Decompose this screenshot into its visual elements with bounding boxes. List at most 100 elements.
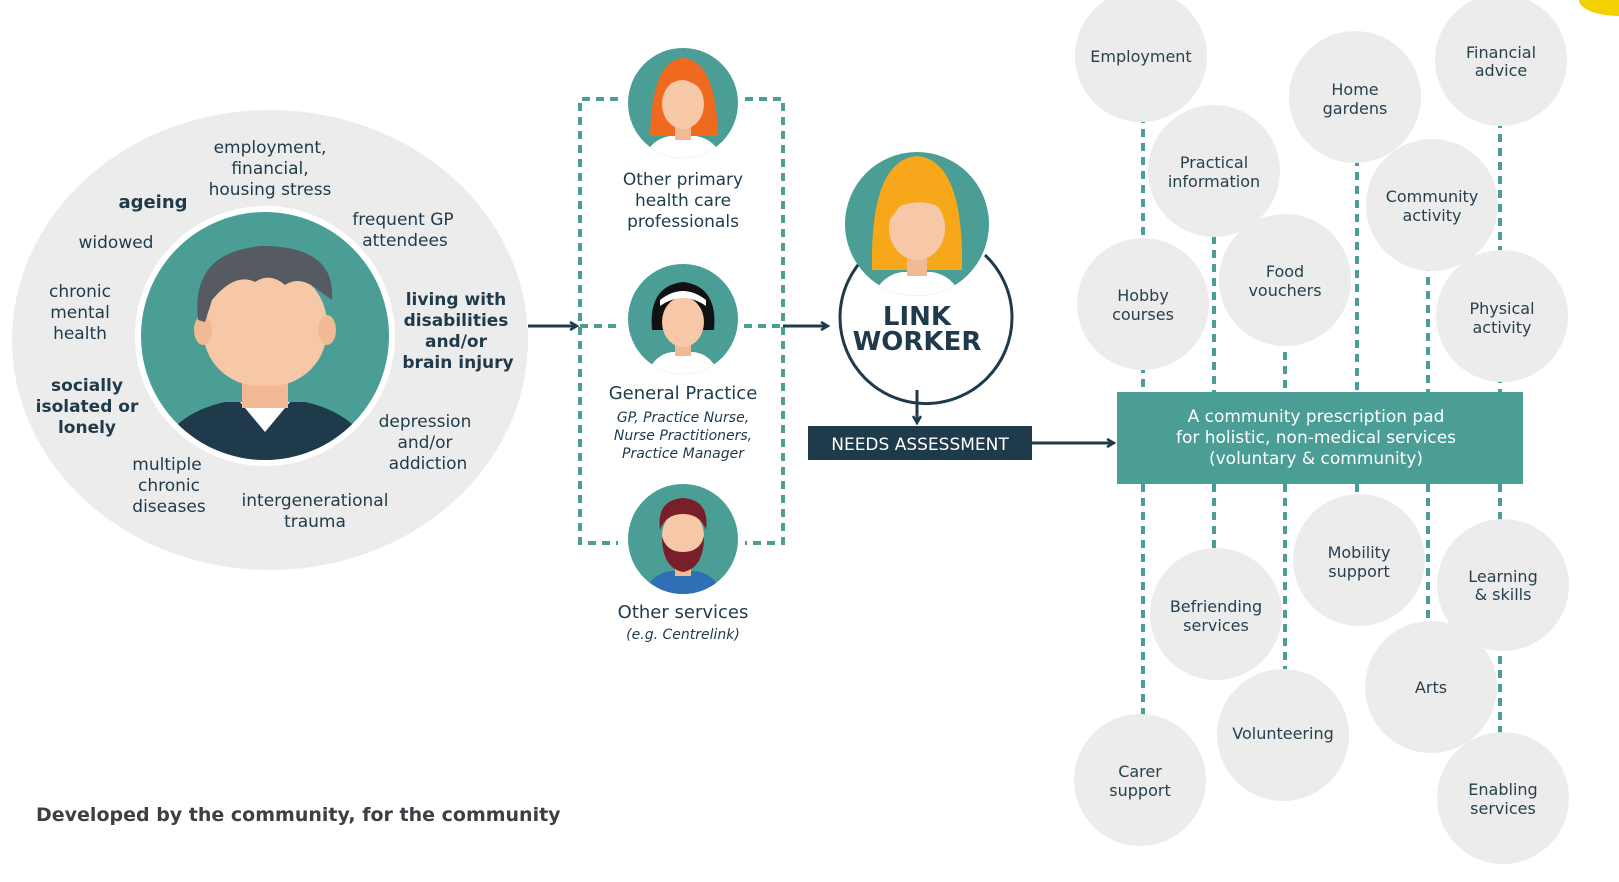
service-label-hobby-courses: Hobby	[1117, 286, 1169, 305]
service-label-food-vouchers: Food	[1266, 262, 1304, 281]
svg-text:trauma: trauma	[284, 512, 346, 532]
service-bubble-befriending-services	[1150, 548, 1282, 680]
prescription-pad-label: A community prescription pad for holisti…	[1176, 407, 1456, 469]
svg-text:employment,: employment,	[214, 138, 327, 158]
service-label-home-gardens-2: gardens	[1323, 99, 1388, 118]
risk-factor-chronic-mental-health: chronic mental health	[49, 282, 111, 344]
service-label-volunteering: Volunteering	[1232, 724, 1334, 743]
svg-text:financial,: financial,	[231, 159, 308, 179]
risk-factor-widowed: widowed	[79, 233, 154, 253]
service-bubble-physical-activity	[1436, 250, 1568, 382]
needs-assessment-label: NEEDS ASSESSMENT	[831, 435, 1009, 455]
svg-text:depression: depression	[379, 412, 472, 432]
service-label-practical-information-2: information	[1168, 172, 1260, 191]
svg-text:frequent GP: frequent GP	[352, 210, 453, 230]
risk-factor-employment: employment, financial, housing stress	[209, 138, 332, 200]
svg-text:addiction: addiction	[389, 454, 468, 474]
other-services-label: Other services	[618, 602, 749, 623]
service-label-befriending-services: Befriending	[1170, 597, 1262, 616]
other-services-avatar	[628, 484, 738, 594]
service-label-mobility-support: Mobility	[1328, 543, 1391, 562]
service-bubble-financial-advice	[1435, 0, 1567, 126]
svg-text:attendees: attendees	[362, 231, 448, 251]
service-label-home-gardens: Home	[1331, 80, 1378, 99]
svg-text:housing stress: housing stress	[209, 180, 332, 200]
risk-factor-multiple-chronic-diseases: multiple chronic diseases	[132, 455, 206, 517]
service-bubble-food-vouchers	[1219, 214, 1351, 346]
service-label-carer-support: Carer	[1118, 762, 1162, 781]
service-label-arts: Arts	[1415, 678, 1447, 697]
risk-factor-socially-isolated: socially isolated or lonely	[36, 376, 139, 438]
service-label-employment: Employment	[1090, 47, 1191, 66]
service-label-practical-information: Practical	[1180, 153, 1248, 172]
link-worker-label: LINK WORKER	[853, 302, 982, 357]
svg-text:GP, Practice Nurse,: GP, Practice Nurse,	[617, 410, 749, 426]
svg-text:for holistic, non-medical serv: for holistic, non-medical services	[1176, 428, 1456, 448]
primary-care-label: Other primary health care professionals	[623, 170, 743, 232]
svg-text:isolated or: isolated or	[36, 397, 139, 417]
svg-text:chronic: chronic	[49, 282, 111, 302]
service-label-financial-advice: Financial	[1466, 43, 1536, 62]
svg-text:professionals: professionals	[627, 212, 739, 232]
general-practice-avatar	[628, 264, 738, 374]
service-label-hobby-courses-2: courses	[1112, 305, 1174, 324]
service-label-enabling-services: Enabling	[1468, 780, 1537, 799]
svg-text:mental: mental	[50, 303, 110, 323]
other-services-detail: (e.g. Centrelink)	[626, 627, 740, 643]
service-label-carer-support-2: support	[1109, 781, 1170, 800]
svg-text:Other primary: Other primary	[623, 170, 743, 190]
general-practice-detail: GP, Practice Nurse, Nurse Practitioners,…	[614, 410, 752, 462]
footer-tagline: Developed by the community, for the comm…	[36, 804, 561, 826]
prescription-pad-box	[1117, 392, 1523, 484]
svg-text:Practice Manager: Practice Manager	[622, 446, 745, 462]
service-label-befriending-services-2: services	[1183, 616, 1249, 635]
svg-text:health care: health care	[635, 191, 731, 211]
service-bubble-mobility-support	[1293, 494, 1425, 626]
service-label-community-activity: Community	[1386, 187, 1479, 206]
service-bubble-learning-skills	[1437, 519, 1569, 651]
service-connectors	[1141, 115, 1502, 738]
svg-text:Nurse Practitioners,: Nurse Practitioners,	[614, 428, 752, 444]
general-practice-label: General Practice	[609, 383, 758, 404]
service-label-mobility-support-2: support	[1328, 562, 1389, 581]
service-bubble-practical-information	[1148, 105, 1280, 237]
service-bubble-hobby-courses	[1077, 238, 1209, 370]
risk-factor-depression: depression and/or addiction	[379, 412, 472, 474]
primary-care-avatar	[628, 48, 738, 158]
service-label-physical-activity-2: activity	[1473, 318, 1532, 337]
svg-text:diseases: diseases	[132, 497, 206, 517]
service-label-financial-advice-2: advice	[1475, 61, 1528, 80]
service-label-community-activity-2: activity	[1403, 206, 1462, 225]
service-label-food-vouchers-2: vouchers	[1248, 281, 1321, 300]
service-label-enabling-services-2: services	[1470, 799, 1536, 818]
risk-factor-disabilities: living with disabilities and/or brain in…	[402, 290, 513, 373]
service-bubble-employment	[1075, 0, 1207, 122]
referrer-bracket	[578, 97, 785, 545]
svg-text:lonely: lonely	[58, 418, 116, 438]
svg-text:and/or: and/or	[425, 332, 488, 352]
link-worker-node	[838, 152, 1014, 406]
risk-factor-ageing: ageing	[118, 192, 187, 213]
svg-text:brain injury: brain injury	[402, 353, 513, 373]
service-label-learning-skills-2: & skills	[1475, 585, 1532, 604]
service-bubble-arts	[1365, 621, 1497, 753]
risk-factor-frequent-gp: frequent GP attendees	[352, 210, 453, 251]
service-bubble-volunteering	[1217, 669, 1349, 801]
svg-text:intergenerational: intergenerational	[242, 491, 389, 511]
person-avatar	[135, 206, 395, 466]
service-bubble-community-activity	[1366, 139, 1498, 271]
svg-text:(voluntary & community): (voluntary & community)	[1209, 449, 1423, 469]
svg-text:multiple: multiple	[132, 455, 201, 475]
service-label-learning-skills: Learning	[1468, 567, 1537, 586]
svg-text:LINK: LINK	[883, 302, 952, 332]
svg-text:chronic: chronic	[138, 476, 200, 496]
svg-text:and/or: and/or	[397, 433, 452, 453]
svg-text:WORKER: WORKER	[853, 327, 982, 357]
risk-factor-intergenerational-trauma: intergenerational trauma	[242, 491, 389, 532]
service-bubble-home-gardens	[1289, 31, 1421, 163]
service-bubble-carer-support	[1074, 714, 1206, 846]
service-bubble-enabling-services	[1437, 732, 1569, 864]
svg-text:health: health	[53, 324, 107, 344]
